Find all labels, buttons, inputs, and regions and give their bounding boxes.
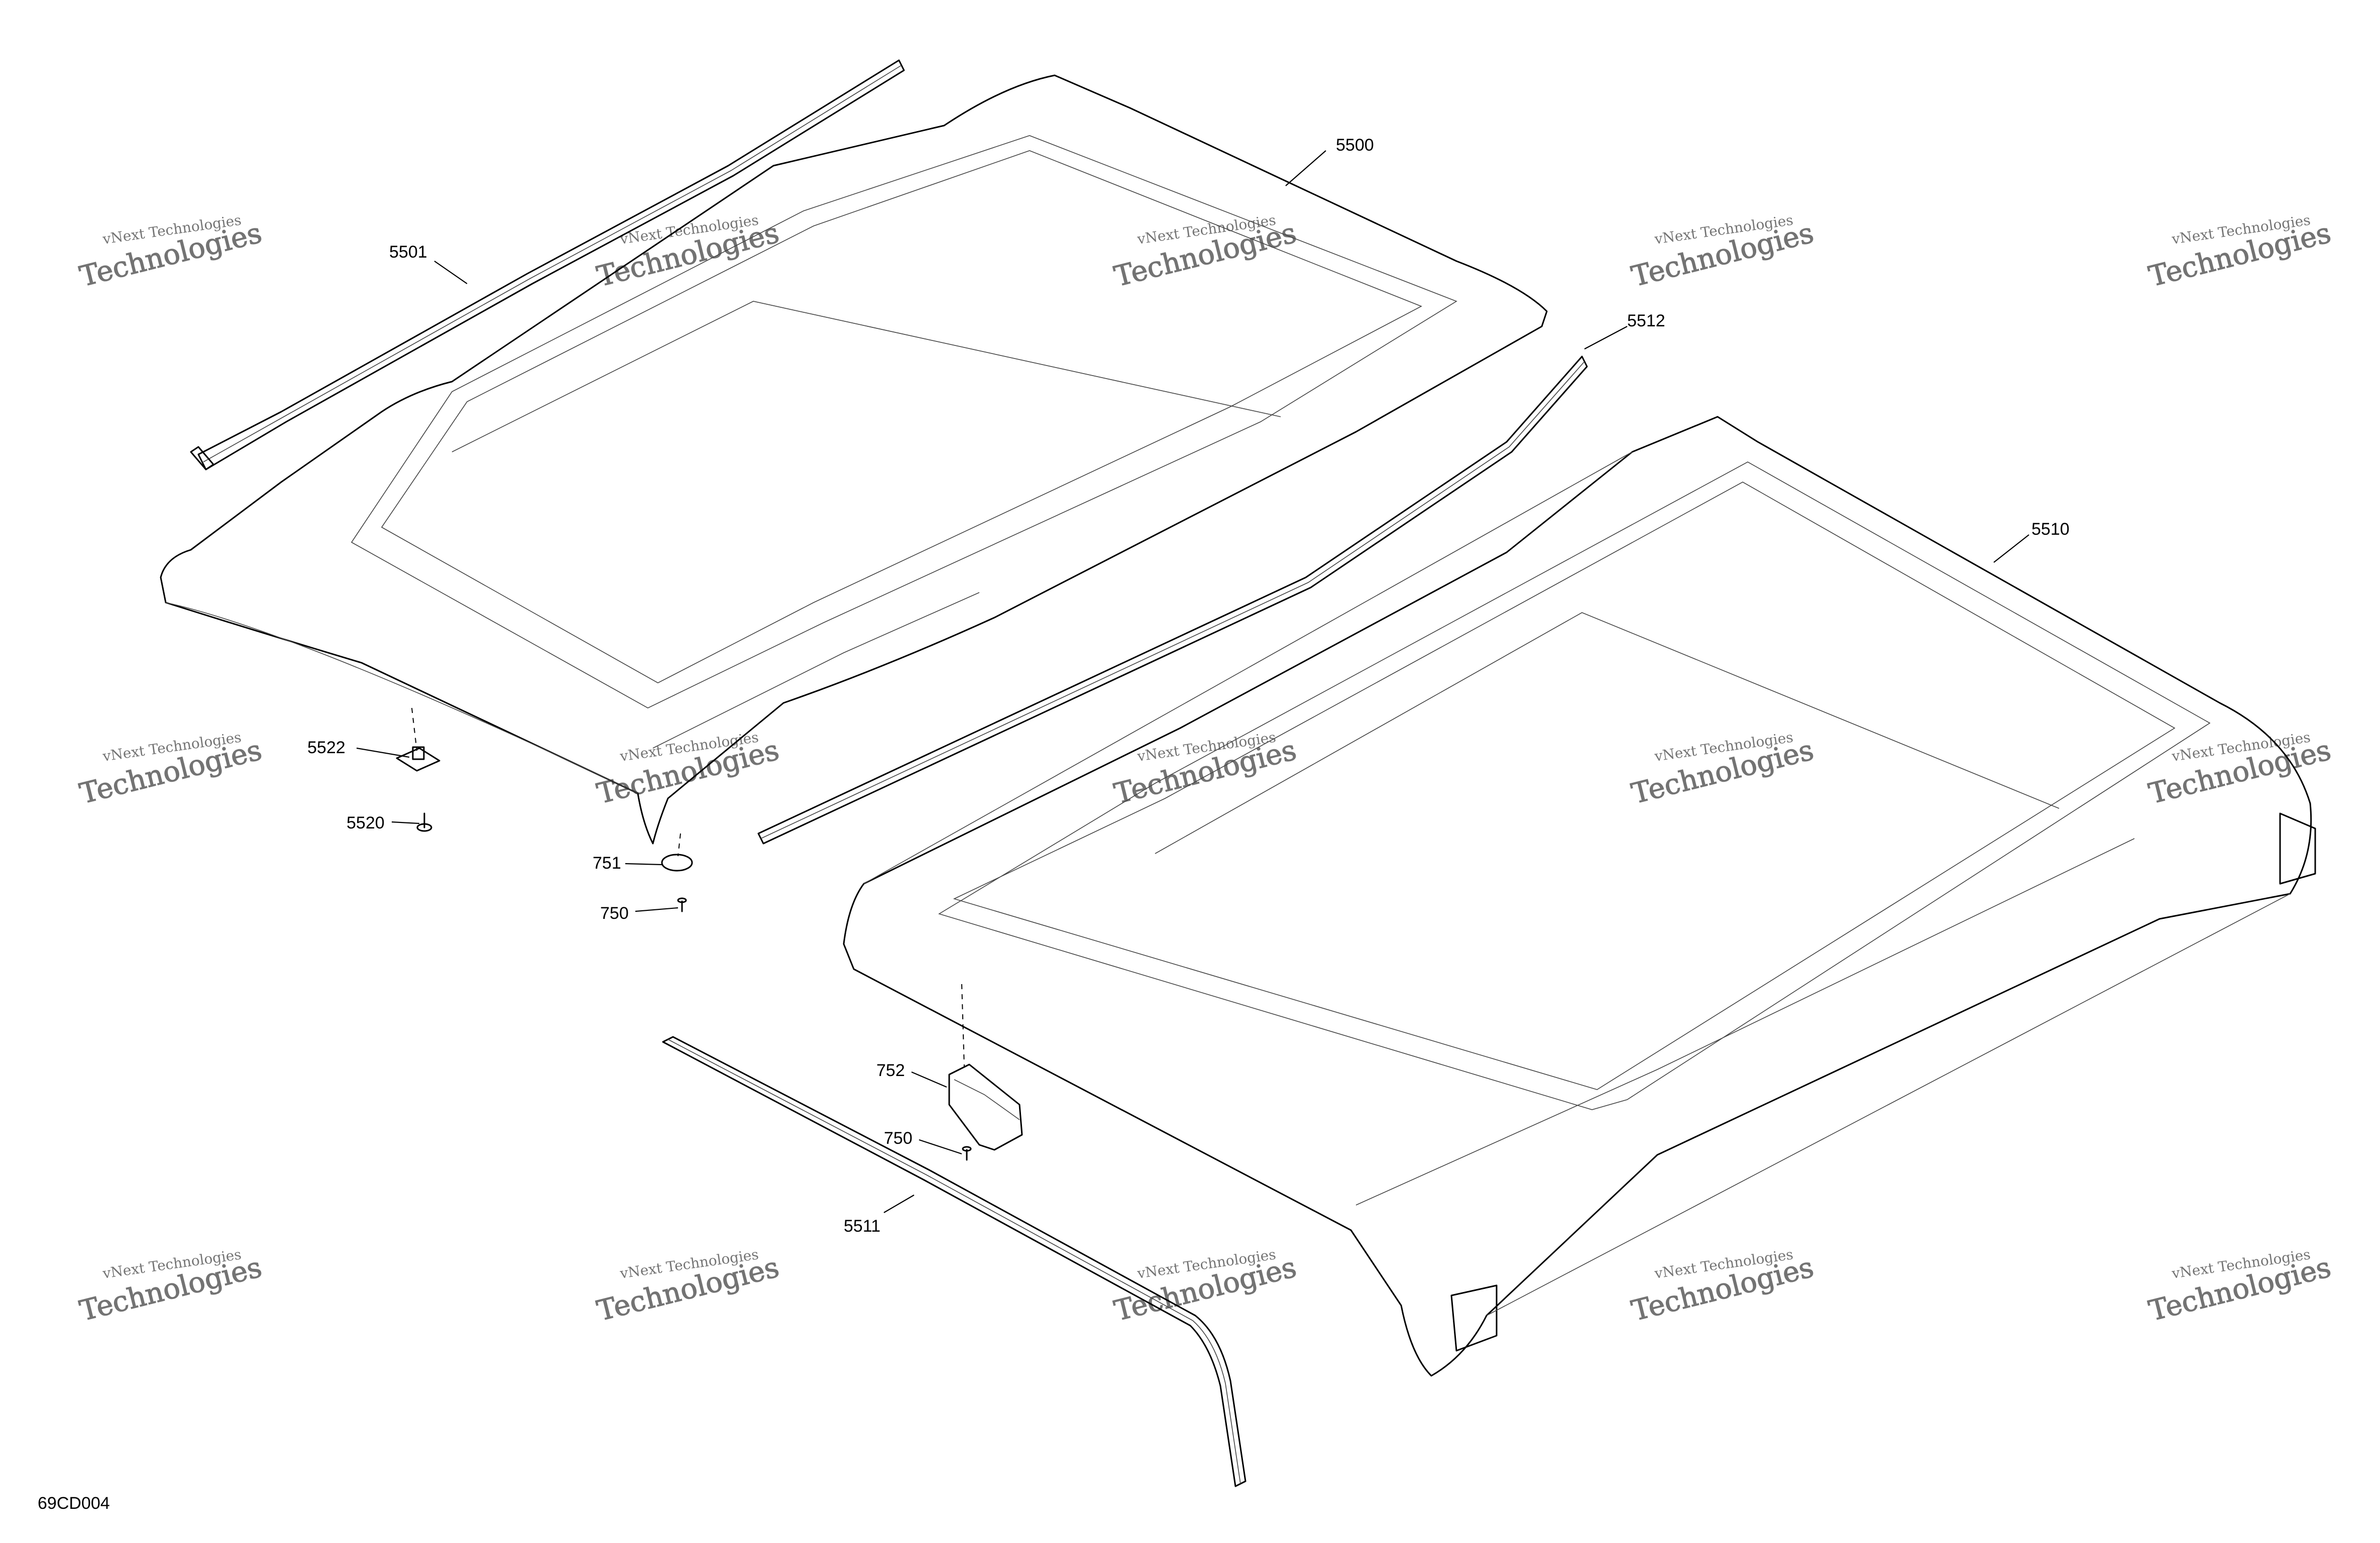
callout-752: 752 — [876, 1061, 905, 1080]
part-5500-roof-panel[interactable] — [160, 74, 1548, 845]
part-5512-seal[interactable] — [757, 355, 1588, 845]
assembly-line-5522 — [411, 707, 417, 751]
leader-5511 — [883, 1195, 915, 1213]
callout-5501: 5501 — [389, 243, 427, 262]
part-5522-nut[interactable] — [396, 746, 440, 772]
leader-5512 — [1584, 326, 1628, 349]
part-5501-seal-strip[interactable] — [190, 59, 905, 470]
callout-750-lower: 750 — [884, 1129, 913, 1148]
part-752-bracket[interactable] — [948, 1063, 1023, 1151]
part-750-screw-lower[interactable] — [962, 1146, 972, 1161]
leader-5522 — [356, 747, 410, 758]
part-5520-screw[interactable] — [416, 812, 432, 832]
part-5511-edge-seal[interactable] — [662, 1036, 1246, 1487]
leader-751 — [625, 863, 662, 866]
callout-5520: 5520 — [347, 813, 385, 833]
callout-750-upper: 750 — [600, 904, 629, 923]
part-5510-roof-panel[interactable] — [843, 416, 2316, 1377]
leader-5500 — [1285, 150, 1326, 186]
callout-5500: 5500 — [1336, 136, 1374, 155]
part-751-clip[interactable] — [661, 854, 693, 872]
leader-750b — [919, 1139, 962, 1155]
callout-5511: 5511 — [844, 1217, 880, 1236]
callout-751: 751 — [593, 854, 621, 873]
callout-5510: 5510 — [2031, 520, 2070, 539]
leader-5520 — [391, 821, 420, 824]
figure-code: 69CD004 — [38, 1494, 110, 1513]
leader-5501 — [434, 261, 468, 284]
part-750-screw-upper[interactable] — [677, 897, 687, 912]
callout-5512: 5512 — [1627, 311, 1665, 330]
leader-5510 — [1993, 534, 2029, 563]
leader-750a — [635, 907, 678, 912]
leader-752 — [911, 1071, 947, 1088]
callout-5522: 5522 — [307, 738, 346, 757]
assembly-line-752 — [961, 984, 965, 1067]
assembly-line-751 — [677, 833, 681, 857]
